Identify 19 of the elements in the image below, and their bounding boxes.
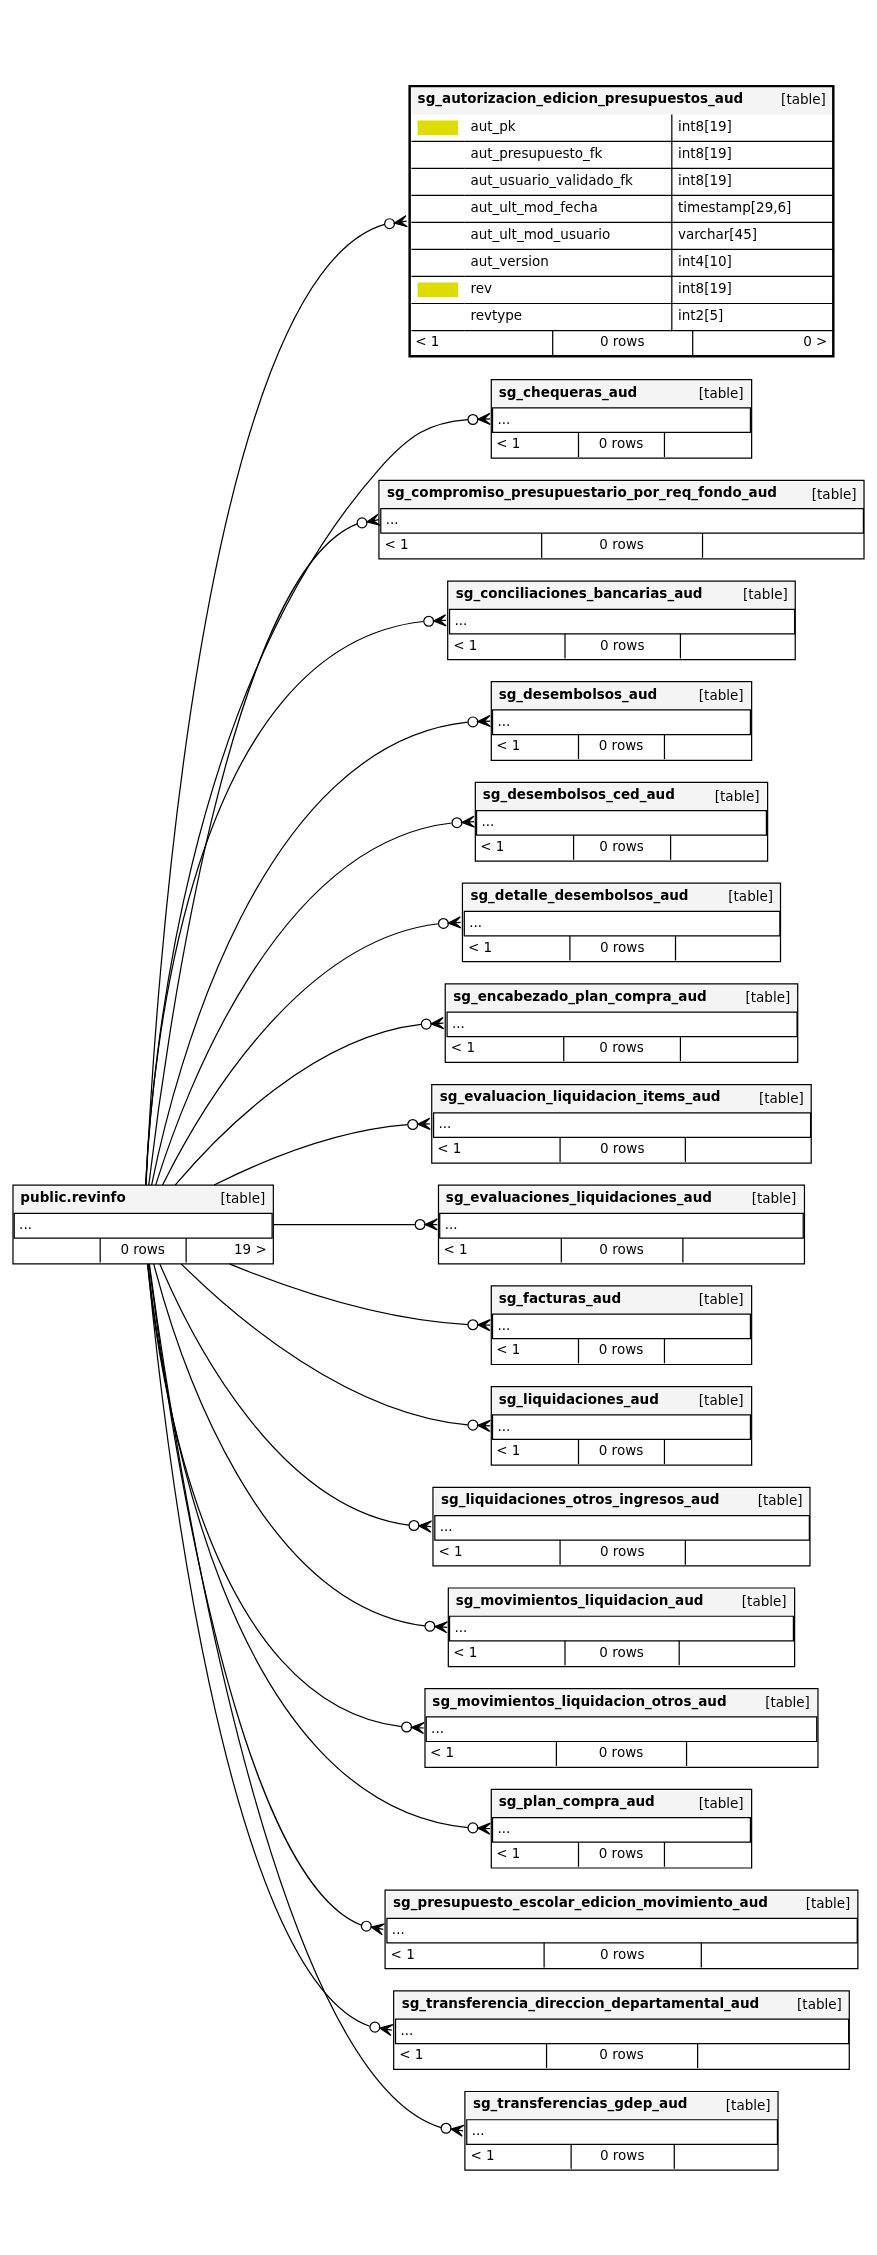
connector — [213, 1117, 431, 1186]
connector — [151, 714, 491, 1186]
connector — [174, 1017, 445, 1186]
connector — [180, 1263, 491, 1433]
connector — [272, 1218, 438, 1231]
connector — [145, 614, 447, 1186]
connector — [145, 215, 408, 1186]
connector — [228, 1263, 491, 1332]
connector — [146, 1263, 425, 1735]
connector — [145, 412, 491, 1186]
connector — [161, 916, 462, 1186]
connector — [155, 815, 476, 1186]
connector — [148, 513, 381, 1186]
connector — [148, 1263, 465, 2137]
connector — [148, 1263, 385, 1936]
connector — [159, 1263, 433, 1533]
connector — [147, 1263, 394, 2037]
connector — [147, 1263, 491, 1835]
connector — [153, 1263, 449, 1634]
